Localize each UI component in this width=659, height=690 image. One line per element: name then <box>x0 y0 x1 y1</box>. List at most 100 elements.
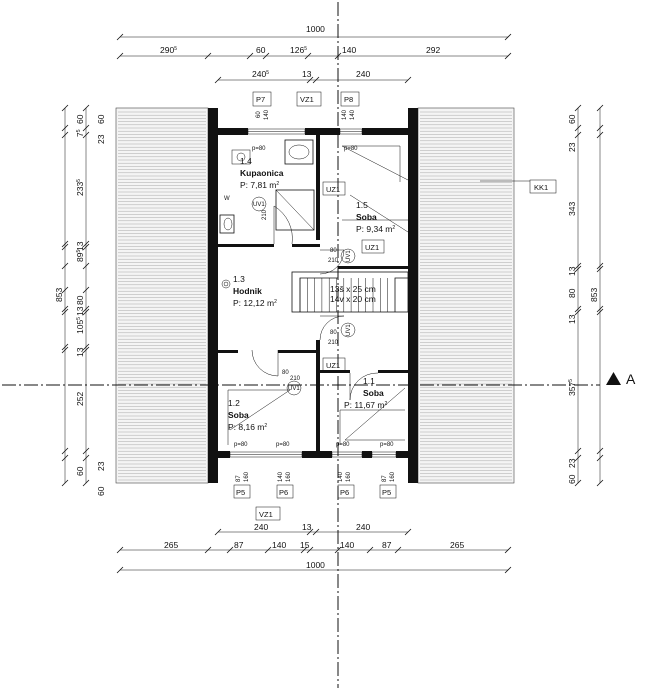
dim-bottom-inner-3: 240 <box>356 522 370 532</box>
dimension-tick <box>596 131 604 139</box>
dimension-tick <box>262 52 270 60</box>
dim-left-segment: 80 <box>75 295 85 305</box>
dim-bottom-inner-2: 13 <box>302 522 312 532</box>
dimension-tick <box>61 479 69 487</box>
dimension-tick <box>574 131 582 139</box>
label-w80: 80 <box>330 330 337 336</box>
dimension-tick <box>334 52 342 60</box>
tag-uz1-b: UZ1 <box>365 243 379 252</box>
dimension-tick <box>204 546 212 554</box>
dimension-tick <box>82 447 90 455</box>
room-name: Kupaonica <box>240 168 284 178</box>
dimension-tick <box>82 124 90 132</box>
room-area: P: 9,34 m2 <box>356 224 395 234</box>
room-number: 1.2 <box>228 398 240 408</box>
dimension-tick <box>504 52 512 60</box>
dim-left-segment: 895 <box>75 250 85 262</box>
dimension-tick <box>596 447 604 455</box>
label-w80: 80 <box>282 370 289 376</box>
dim-right-segment: 23 <box>567 458 577 468</box>
label-w160: 160 <box>390 471 396 482</box>
dimension-tick <box>116 546 124 554</box>
roof-slope-right <box>417 107 515 484</box>
label-w140: 140 <box>278 471 284 482</box>
dimension-tick <box>306 528 314 536</box>
dimension-tick <box>82 479 90 487</box>
dimension-tick <box>596 265 604 273</box>
room-bedroom-1-1: 1.1 Soba P: 11,67 m2 <box>344 376 387 410</box>
dimension-tick <box>61 454 69 462</box>
room-number: 1.3 <box>233 274 245 284</box>
tag-vz1-bottom: VZ1 <box>259 510 273 519</box>
dimension-tick <box>61 243 69 251</box>
dim-right-outer: 853 <box>589 288 599 302</box>
dim-top-total: 1000 <box>306 24 325 34</box>
dimension-tick <box>61 346 69 354</box>
room-bedroom-1-5: 1.5 Soba P: 9,34 m2 <box>356 200 395 234</box>
tag-w: W <box>224 196 230 202</box>
dim-left-segment: 60 <box>75 114 85 124</box>
dimension-tick <box>214 528 222 536</box>
dim-inner-top-3: 240 <box>356 69 370 79</box>
section-arrow <box>606 372 621 385</box>
room-bathroom: 1.4 Kupaonica P: 7,81 m2 <box>240 156 284 190</box>
dimension-tick <box>82 346 90 354</box>
tag-uz1-a: UZ1 <box>326 185 340 194</box>
dim-right-segment: 80 <box>567 288 577 298</box>
dimension-tick <box>504 546 512 554</box>
label-p80: p=80 <box>336 442 350 448</box>
dimension-tick <box>82 343 90 351</box>
dimension-tick <box>574 305 582 313</box>
room-name: Hodnik <box>233 286 262 296</box>
dimension-tick <box>82 308 90 316</box>
tag-uv1-b: UV1 <box>346 250 352 262</box>
section-label: A <box>626 371 636 387</box>
dimension-tick <box>574 454 582 462</box>
dimension-tick <box>596 305 604 313</box>
tag-uv1-d: UV1 <box>288 386 300 392</box>
dimension-tick <box>394 546 402 554</box>
dimension-tick <box>596 262 604 270</box>
room-number: 1.1 <box>363 376 375 386</box>
dimension-tick <box>404 76 412 84</box>
opening-labels: p=80 p=80 p=80 p=80 p=80 p=80 60 140 140… <box>234 109 396 482</box>
label-p80: p=80 <box>380 442 394 448</box>
dimension-tick <box>61 308 69 316</box>
dimension-tick <box>82 454 90 462</box>
dimension-tick <box>366 546 374 554</box>
dim-right-segment: 23 <box>567 142 577 152</box>
dimension-tick <box>82 104 90 112</box>
dim-inner-top-2: 13 <box>302 69 312 79</box>
label-w210: 210 <box>328 340 339 346</box>
dimension-tick <box>574 479 582 487</box>
label-w210: 210 <box>328 258 339 264</box>
dimension-tick <box>596 479 604 487</box>
label-w160: 160 <box>244 471 250 482</box>
room-name: Soba <box>228 410 249 420</box>
dimension-lines <box>61 33 604 574</box>
label-p80: p=80 <box>252 146 266 152</box>
dim-bottom-seg-4: 15 <box>300 540 310 550</box>
dim-bottom-seg-3: 140 <box>272 540 286 550</box>
dimension-tick <box>574 262 582 270</box>
room-number: 1.5 <box>356 200 368 210</box>
dim-bottom-seg-6: 87 <box>382 540 392 550</box>
dimension-tick <box>504 33 512 41</box>
label-w140: 140 <box>264 109 270 120</box>
dimension-tick <box>82 286 90 294</box>
dim-bottom-total: 1000 <box>306 560 325 570</box>
dimension-tick <box>596 454 604 462</box>
dim-right-segment: 60 <box>567 114 577 124</box>
tag-p6-left: P6 <box>279 488 288 497</box>
label-w140: 140 <box>342 109 348 120</box>
dimension-tick <box>82 305 90 313</box>
windows-bottom <box>229 451 397 458</box>
dimension-tick <box>61 131 69 139</box>
dim-bottom-inner-1: 240 <box>254 522 268 532</box>
dimension-tick <box>61 286 69 294</box>
dim-left-segment: 13 <box>75 306 85 316</box>
tag-uv1-c: UV1 <box>346 324 352 336</box>
label-w87: 87 <box>382 475 388 482</box>
label-w210: 210 <box>262 209 268 220</box>
